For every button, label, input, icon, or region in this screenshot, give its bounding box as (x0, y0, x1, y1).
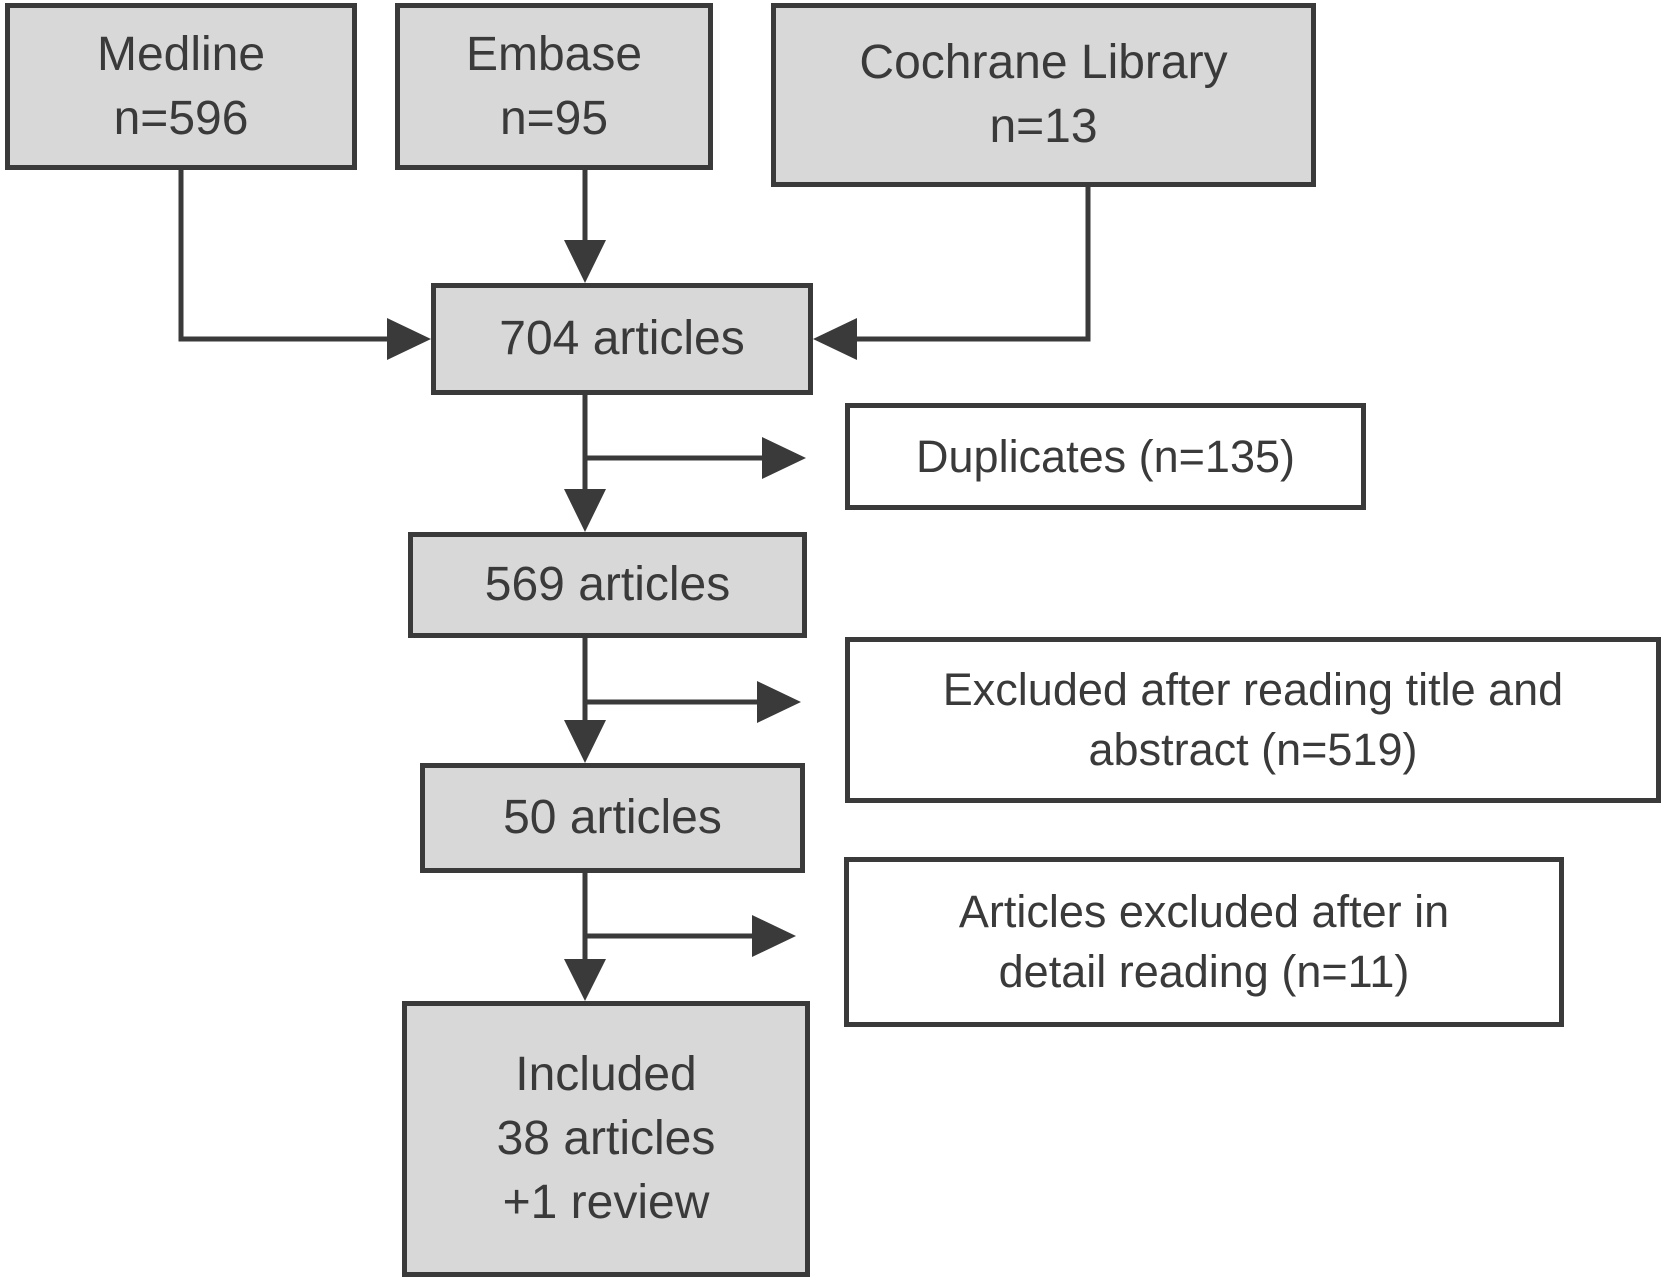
box-50-articles: 50 articles (420, 763, 805, 873)
box-embase-source: Embase n=95 (395, 3, 713, 170)
excluded-title-line1: Excluded after reading title and (942, 664, 1564, 716)
arrow-704-to-duplicates-icon (585, 437, 806, 479)
arrow-704-to-569-icon (564, 395, 606, 532)
included-label: Included (515, 1048, 697, 1102)
arrow-embase-to-704-icon (564, 170, 606, 283)
excluded-detail-line2: detail reading (n=11) (998, 946, 1410, 997)
box-medline-source: Medline n=596 (5, 3, 357, 170)
articles-50-label: 50 articles (503, 791, 722, 845)
box-cochrane-source: Cochrane Library n=13 (771, 3, 1316, 187)
medline-label: Medline (96, 27, 266, 81)
included-review-count: +1 review (502, 1175, 710, 1229)
box-included-final: Included 38 articles +1 review (402, 1001, 810, 1277)
included-articles-count: 38 articles (496, 1112, 716, 1166)
arrow-cochrane-to-704-icon (813, 187, 1091, 360)
box-excluded-detail-reading: Articles excluded after in detail readin… (844, 857, 1564, 1027)
articles-569-label: 569 articles (484, 558, 731, 612)
arrow-569-to-50-icon (564, 638, 606, 763)
arrow-50-to-included-icon (564, 873, 606, 1001)
excluded-detail-line1: Articles excluded after in (958, 886, 1450, 938)
box-704-articles: 704 articles (431, 283, 813, 395)
articles-704-label: 704 articles (499, 312, 745, 366)
excluded-title-line2: abstract (n=519) (1088, 724, 1418, 775)
duplicates-label: Duplicates (n=135) (916, 430, 1295, 482)
cochrane-count: n=13 (989, 100, 1098, 153)
embase-label: Embase (465, 27, 643, 81)
medline-count: n=596 (113, 91, 249, 145)
box-duplicates-excluded: Duplicates (n=135) (845, 403, 1366, 510)
box-569-articles: 569 articles (408, 532, 807, 638)
arrow-50-to-excluded-detail-icon (585, 915, 796, 957)
arrow-medline-to-704-icon (178, 170, 431, 360)
embase-count: n=95 (499, 91, 609, 145)
box-excluded-title-abstract: Excluded after reading title and abstrac… (845, 637, 1661, 803)
cochrane-label: Cochrane Library (859, 36, 1228, 90)
arrow-569-to-excluded-title-icon (585, 681, 801, 723)
